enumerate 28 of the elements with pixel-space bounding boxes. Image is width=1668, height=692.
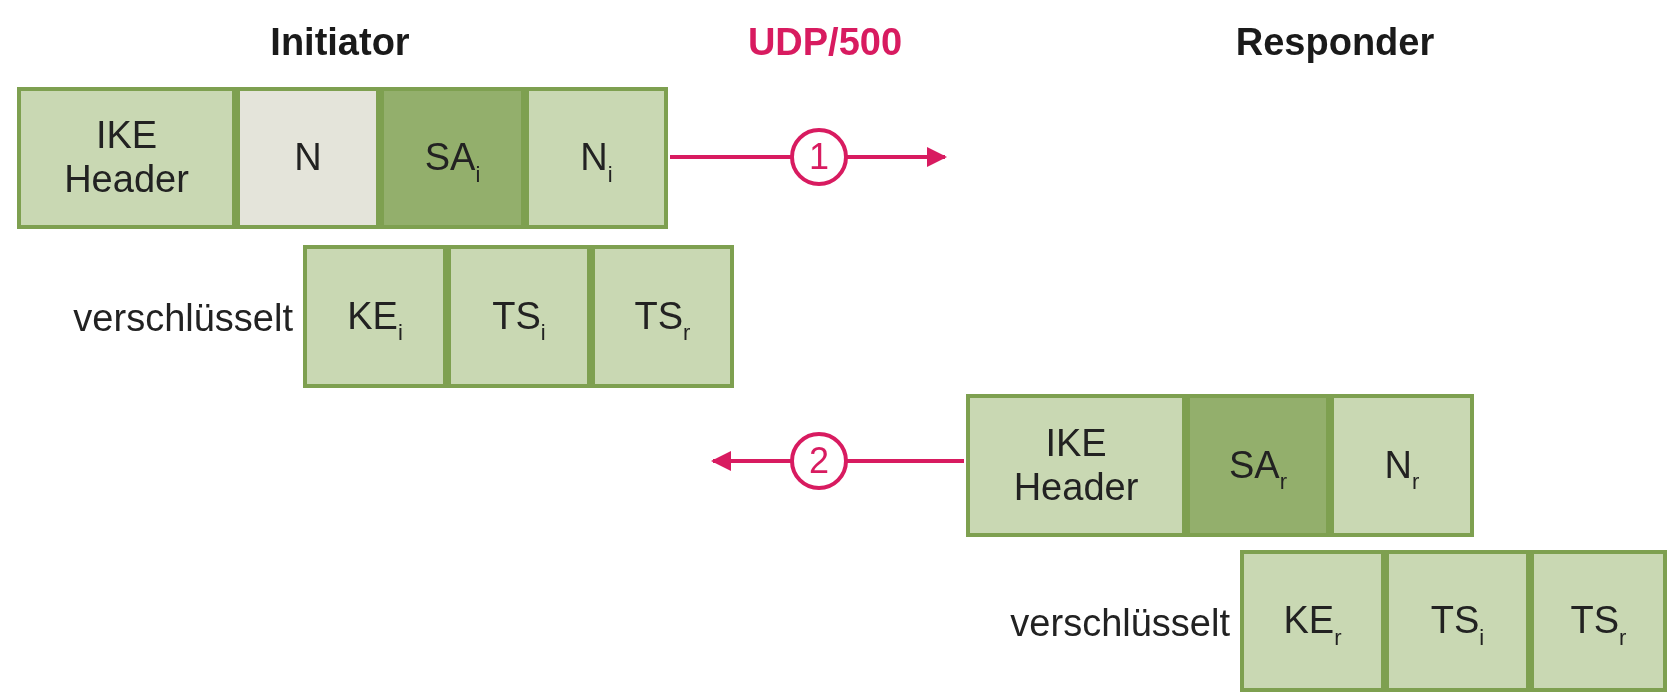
note-text: verschlüsselt bbox=[72, 296, 293, 341]
edge-label: 1 bbox=[790, 128, 848, 186]
packet-field bbox=[1530, 550, 1667, 692]
field-label: TS$_{r}$ bbox=[634, 294, 691, 339]
packet-field bbox=[591, 245, 734, 388]
packet-field bbox=[303, 245, 447, 388]
field-label: TS$_{i}$ bbox=[492, 294, 546, 339]
field-label: N$_{i}$ bbox=[580, 136, 613, 180]
column-heading: UDP/500 bbox=[746, 20, 904, 65]
edge-label: 2 bbox=[790, 432, 848, 490]
packet-field bbox=[1330, 394, 1474, 537]
field-label: N$_{r}$ bbox=[1384, 443, 1420, 488]
field-label: IKE Header bbox=[63, 114, 190, 202]
field-label: N bbox=[294, 136, 322, 180]
field-label: SA$_{i}$ bbox=[424, 136, 481, 180]
column-heading: Initiator bbox=[269, 20, 411, 65]
packet-field bbox=[966, 394, 1186, 537]
packet-field bbox=[17, 87, 236, 229]
column-heading: Responder bbox=[1234, 20, 1436, 65]
field-label: SA$_{r}$ bbox=[1229, 443, 1287, 488]
field-label: KE$_{i}$ bbox=[347, 294, 403, 339]
note-text: verschlüsselt bbox=[1009, 601, 1230, 646]
field-label: KE$_{r}$ bbox=[1283, 599, 1342, 643]
field-label: TS$_{i}$ bbox=[1430, 599, 1485, 643]
packet-field bbox=[525, 87, 668, 229]
field-label: IKE Header bbox=[1012, 421, 1140, 510]
field-label: TS$_{r}$ bbox=[1570, 599, 1627, 643]
packet-field bbox=[1240, 550, 1385, 692]
